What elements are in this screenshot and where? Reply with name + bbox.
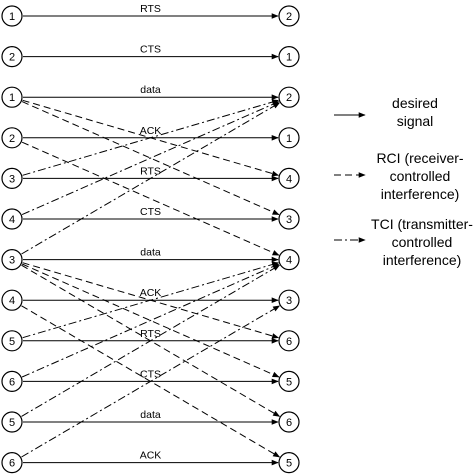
legend-rci-text-1: RCI (receiver- <box>376 150 463 166</box>
left-station-label: 1 <box>9 92 15 104</box>
left-station-label: 4 <box>9 214 15 226</box>
left-station-label: 5 <box>9 336 15 348</box>
message-label: RTS <box>140 3 161 15</box>
left-station-node <box>1 289 23 311</box>
left-station-label: 6 <box>9 376 15 388</box>
interference-edges <box>21 99 281 458</box>
message-label: data <box>140 84 161 96</box>
left-station-label: 2 <box>9 133 15 145</box>
right-station-label: 2 <box>286 92 292 104</box>
message-label: data <box>140 247 161 259</box>
right-station-label: 4 <box>286 255 292 267</box>
right-station-node <box>278 167 300 189</box>
right-station-label: 6 <box>286 336 292 348</box>
legend-desired-text-1: desired <box>392 95 438 111</box>
message-label: data <box>140 409 161 421</box>
left-station-node <box>1 167 23 189</box>
right-station-node <box>278 289 300 311</box>
left-station-label: 6 <box>9 458 15 470</box>
left-station-label: 1 <box>9 11 15 23</box>
rci-interference-arrow <box>21 141 280 256</box>
left-station-node <box>1 411 23 433</box>
legend: desired signal RCI (receiver- controlled… <box>334 95 473 268</box>
legend-rci-text-3: interference) <box>381 186 460 202</box>
left-station-node <box>1 330 23 352</box>
station-nodes: 1 2 2 1 1 2 2 1 3 4 4 3 3 4 4 3 5 6 6 5 5 6 6 5 <box>1 5 300 474</box>
left-station-node <box>1 208 23 230</box>
left-station-label: 3 <box>9 255 15 267</box>
legend-desired-text-2: signal <box>397 113 434 129</box>
right-station-label: 5 <box>286 458 292 470</box>
message-label: CTS <box>140 368 161 380</box>
right-station-node <box>278 452 300 474</box>
left-station-node <box>1 127 23 149</box>
right-station-node <box>278 411 300 433</box>
right-station-node <box>278 127 300 149</box>
message-label: ACK <box>140 450 162 462</box>
right-station-label: 1 <box>286 133 292 145</box>
right-station-label: 1 <box>286 52 292 64</box>
right-station-node <box>278 249 300 271</box>
rci-interference-arrow <box>21 101 280 216</box>
right-station-label: 4 <box>286 173 292 185</box>
right-station-label: 5 <box>286 376 292 388</box>
left-station-label: 4 <box>9 295 15 307</box>
right-station-node <box>278 86 300 108</box>
legend-tci-text-3: interference) <box>383 252 462 268</box>
legend-tci-text-2: controlled <box>392 234 453 250</box>
right-station-node <box>278 208 300 230</box>
right-station-node <box>278 370 300 392</box>
left-station-label: 2 <box>9 52 15 64</box>
message-label: RTS <box>140 165 161 177</box>
message-label: RTS <box>140 328 161 340</box>
message-label: CTS <box>140 44 161 56</box>
right-station-label: 6 <box>286 417 292 429</box>
right-station-label: 3 <box>286 295 292 307</box>
legend-tci-text-1: TCI (transmitter- <box>371 216 473 232</box>
left-station-node <box>1 452 23 474</box>
right-station-node <box>278 45 300 68</box>
left-station-label: 5 <box>9 417 15 429</box>
right-station-label: 3 <box>286 214 292 226</box>
message-label: CTS <box>140 206 161 218</box>
message-label: ACK <box>140 287 162 299</box>
rci-interference-arrow <box>21 263 280 378</box>
right-station-label: 2 <box>286 11 292 23</box>
legend-rci-text-2: controlled <box>390 168 451 184</box>
message-label: ACK <box>140 125 162 137</box>
tci-interference-arrow <box>21 101 280 216</box>
right-station-node <box>278 330 300 352</box>
left-station-label: 3 <box>9 173 15 185</box>
tci-interference-arrow <box>21 263 280 378</box>
left-station-node <box>1 5 23 27</box>
right-station-node <box>278 5 300 27</box>
left-station-node <box>1 45 23 68</box>
left-station-node <box>1 370 23 392</box>
left-station-node <box>1 86 23 108</box>
left-station-node <box>1 249 23 271</box>
